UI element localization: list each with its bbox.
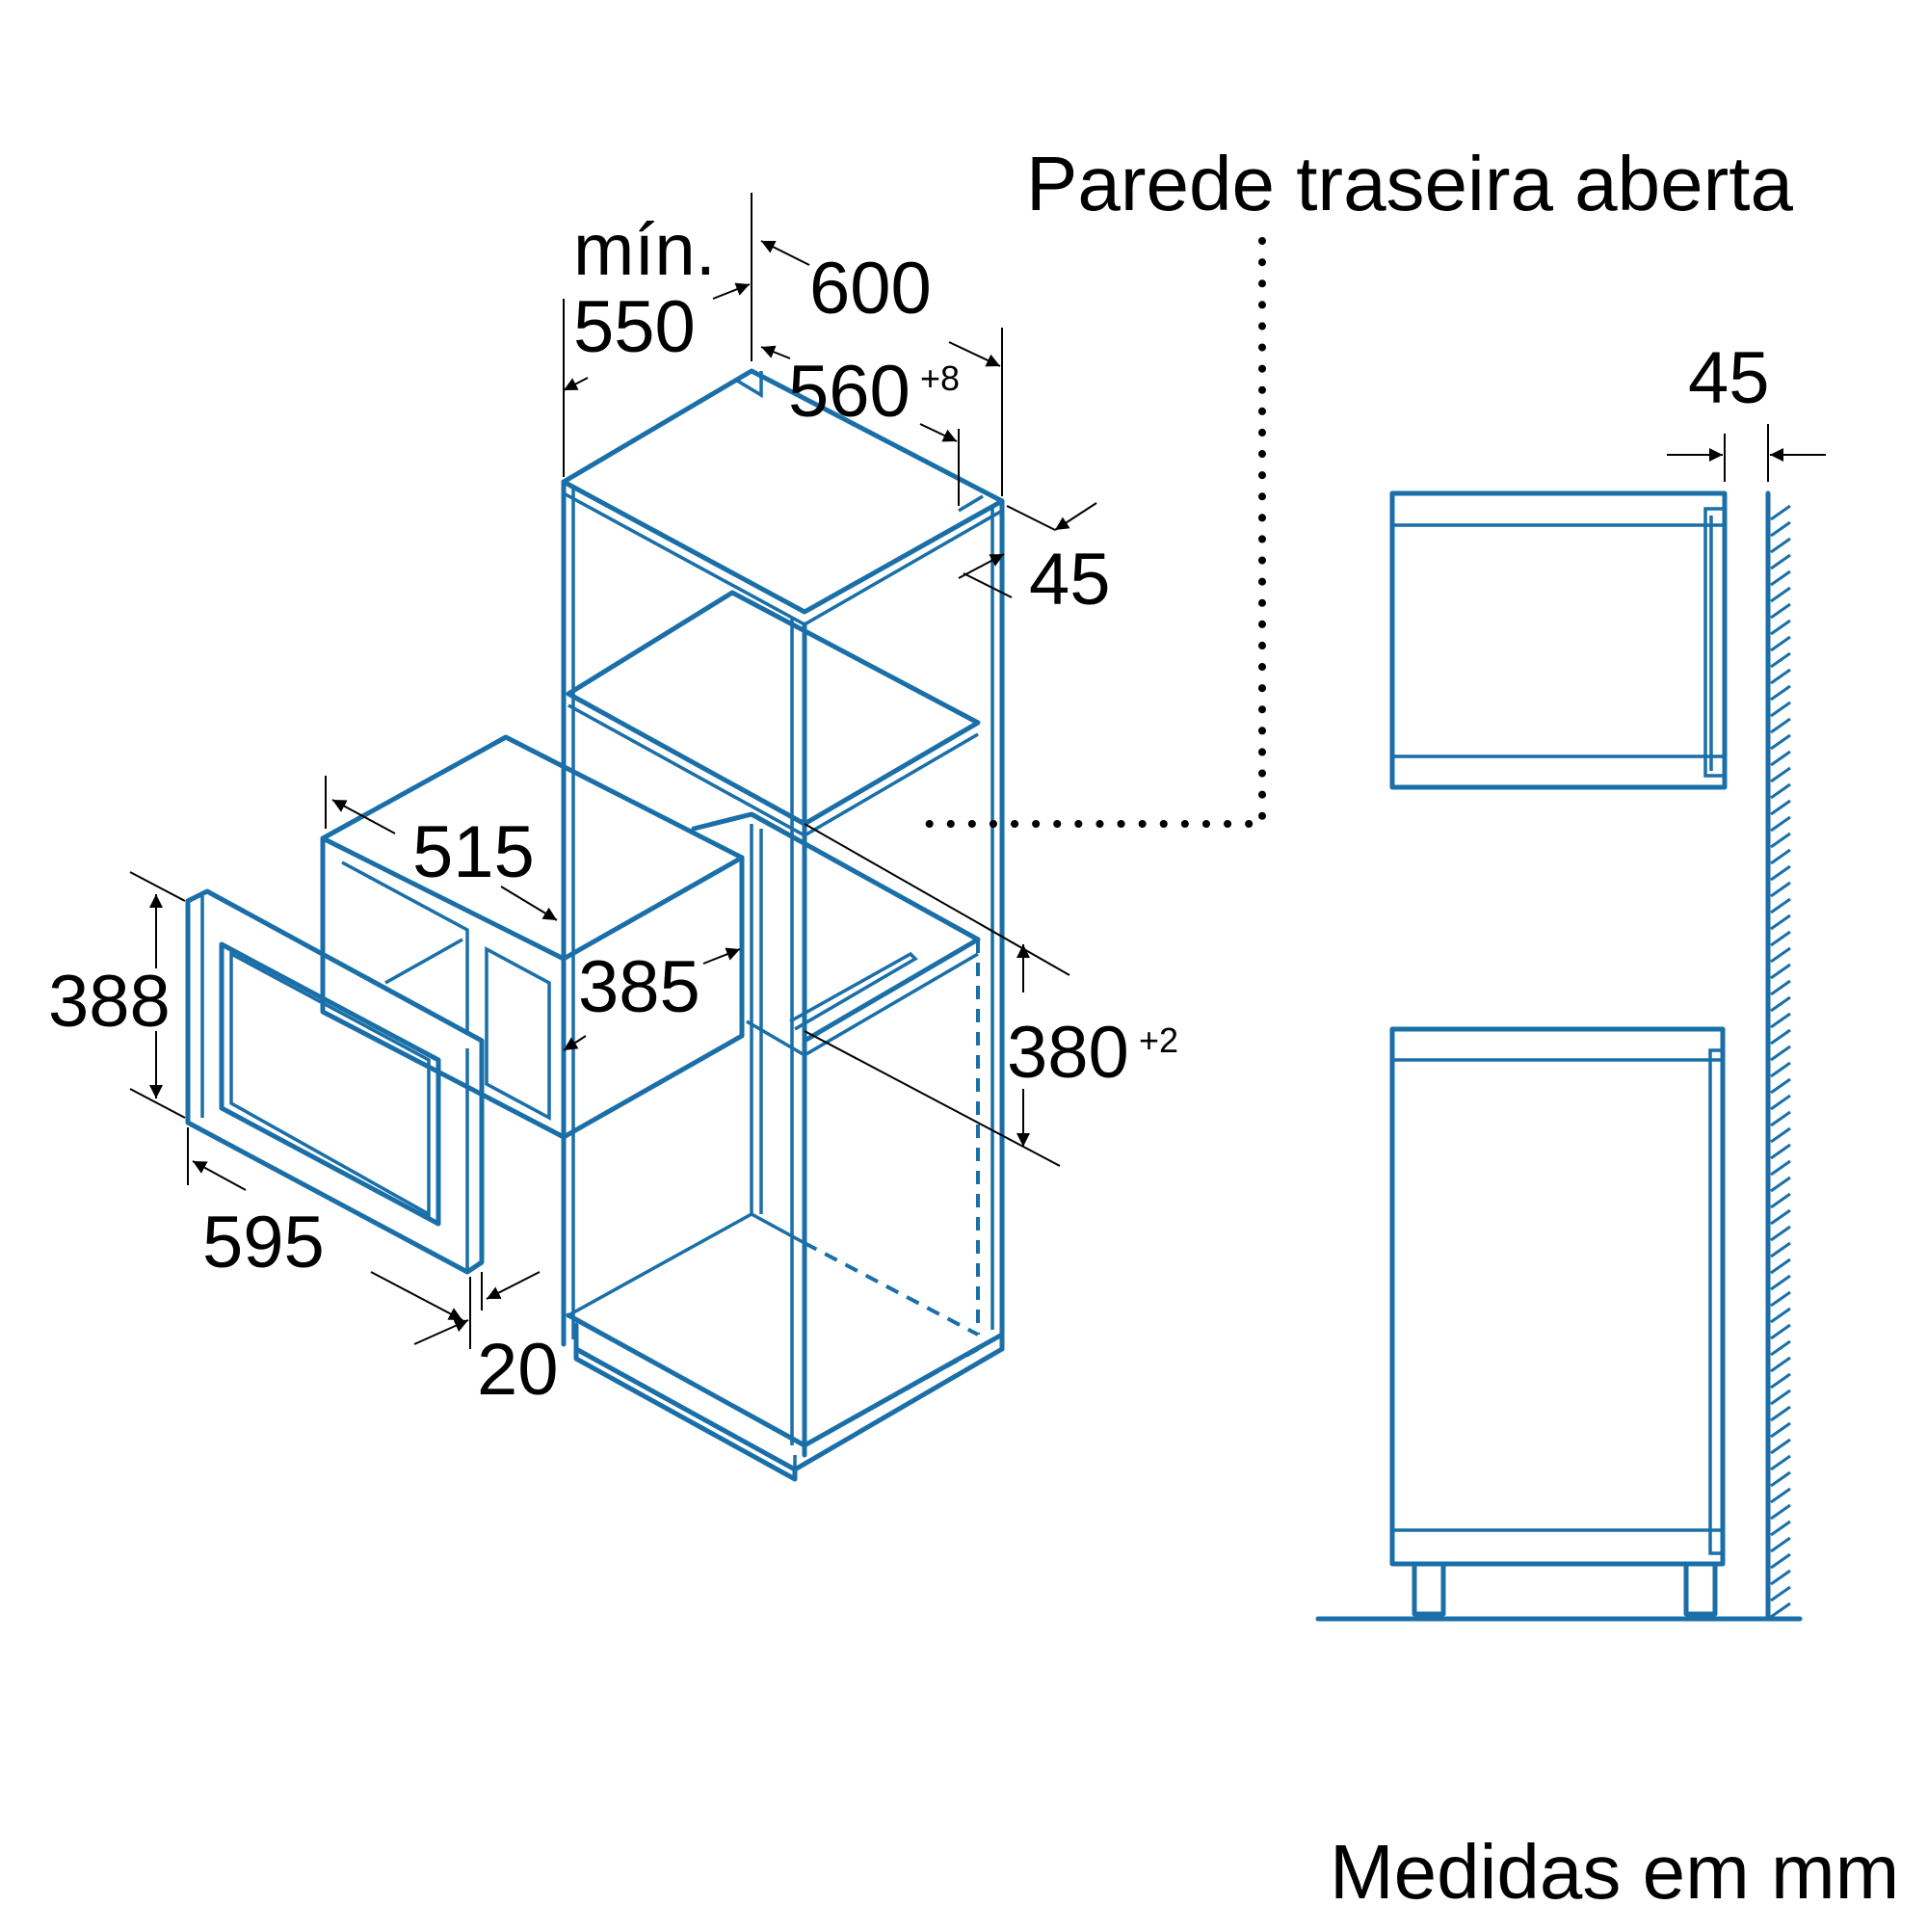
hatch-mark — [1770, 815, 1791, 833]
hatch-mark — [1770, 1487, 1791, 1504]
hatch-mark — [1770, 766, 1791, 783]
hatch-mark — [1770, 1061, 1791, 1078]
hatch-mark — [1770, 1520, 1791, 1537]
hatch-mark — [1770, 701, 1791, 718]
gap-dimension — [1667, 424, 1826, 482]
hatch-mark — [1770, 1454, 1791, 1471]
hatch-mark — [1770, 913, 1791, 931]
hatch-mark — [1770, 1339, 1791, 1357]
hatch-mark — [1770, 651, 1791, 669]
hatch-mark — [1770, 1143, 1791, 1160]
hatch-mark — [1770, 1323, 1791, 1340]
units-label: Medidas em mm — [1330, 1829, 1899, 1915]
hatch-mark — [1770, 864, 1791, 882]
hatch-mark — [1770, 1438, 1791, 1455]
hatch-mark — [1770, 979, 1791, 996]
hatch-mark — [1770, 1208, 1791, 1226]
dim-600: 600 — [809, 248, 932, 330]
hatch-mark — [1770, 1110, 1791, 1127]
hatch-mark — [1770, 1569, 1791, 1586]
hatch-mark — [1770, 553, 1791, 570]
dim-560-tolerance: +8 — [920, 358, 960, 398]
dim-380: 380 — [1007, 1012, 1129, 1094]
dim-380-tolerance: +2 — [1139, 1020, 1178, 1060]
hatch-mark — [1770, 1356, 1791, 1373]
leader-dotted — [911, 237, 1266, 828]
hatch-mark — [1770, 1372, 1791, 1389]
hatch-mark — [1770, 1257, 1791, 1275]
hatch-mark — [1770, 946, 1791, 964]
hatch-mark — [1770, 930, 1791, 947]
hatch-mark — [1770, 881, 1791, 898]
hatch-mark — [1770, 668, 1791, 685]
hatch-mark — [1770, 1503, 1791, 1521]
dimension-lines — [129, 193, 1097, 1349]
dim-515: 515 — [412, 811, 535, 893]
wall-hatching — [1770, 504, 1791, 1619]
hatch-mark — [1770, 1126, 1791, 1144]
hatch-mark — [1770, 635, 1791, 652]
dim-45-side: 45 — [1688, 337, 1770, 419]
hatch-mark — [1770, 733, 1791, 751]
hatch-mark — [1770, 1290, 1791, 1308]
hatch-mark — [1770, 1176, 1791, 1193]
hatch-mark — [1770, 586, 1791, 603]
hatch-mark — [1770, 848, 1791, 865]
hatch-mark — [1770, 684, 1791, 701]
hatch-mark — [1770, 963, 1791, 980]
rear-wall-label: Parede traseira aberta — [1026, 141, 1794, 226]
hatch-mark — [1770, 897, 1791, 914]
hatch-mark — [1770, 1601, 1791, 1619]
hatch-mark — [1770, 1028, 1791, 1045]
dim-595: 595 — [202, 1202, 325, 1284]
dim-550: 550 — [573, 286, 696, 368]
hatch-mark — [1770, 1585, 1791, 1602]
cabinet-isometric — [561, 368, 1005, 1482]
dim-20: 20 — [477, 1329, 559, 1411]
hatch-mark — [1770, 1045, 1791, 1062]
hatch-mark — [1770, 1159, 1791, 1177]
hatch-mark — [1770, 750, 1791, 767]
hatch-mark — [1770, 782, 1791, 800]
hatch-mark — [1770, 1225, 1791, 1242]
hatch-mark — [1770, 537, 1791, 554]
hatch-mark — [1770, 995, 1791, 1013]
hatch-mark — [1770, 619, 1791, 636]
hatch-mark — [1770, 1470, 1791, 1488]
dim-388: 388 — [48, 961, 171, 1043]
min-label: mín. — [573, 209, 716, 291]
dim-385: 385 — [578, 946, 700, 1028]
hatch-mark — [1770, 1241, 1791, 1258]
hatch-mark — [1770, 799, 1791, 816]
hatch-mark — [1770, 1536, 1791, 1553]
hatch-mark — [1770, 1307, 1791, 1324]
side-elevation — [1315, 490, 1803, 1622]
hatch-mark — [1770, 504, 1791, 521]
hatch-mark — [1770, 1077, 1791, 1095]
hatch-mark — [1770, 717, 1791, 734]
hatch-mark — [1770, 1192, 1791, 1209]
hatch-mark — [1770, 1012, 1791, 1029]
hatch-mark — [1770, 1421, 1791, 1439]
dim-45-top: 45 — [1029, 539, 1111, 621]
hatch-mark — [1770, 1552, 1791, 1570]
hatch-mark — [1770, 1389, 1791, 1406]
hatch-mark — [1770, 520, 1791, 538]
hatch-mark — [1770, 1094, 1791, 1111]
hatch-mark — [1770, 832, 1791, 849]
hatch-mark — [1770, 1274, 1791, 1291]
hatch-mark — [1770, 602, 1791, 620]
dim-560: 560 — [788, 351, 911, 433]
hatch-mark — [1770, 1405, 1791, 1422]
hatch-mark — [1770, 569, 1791, 587]
